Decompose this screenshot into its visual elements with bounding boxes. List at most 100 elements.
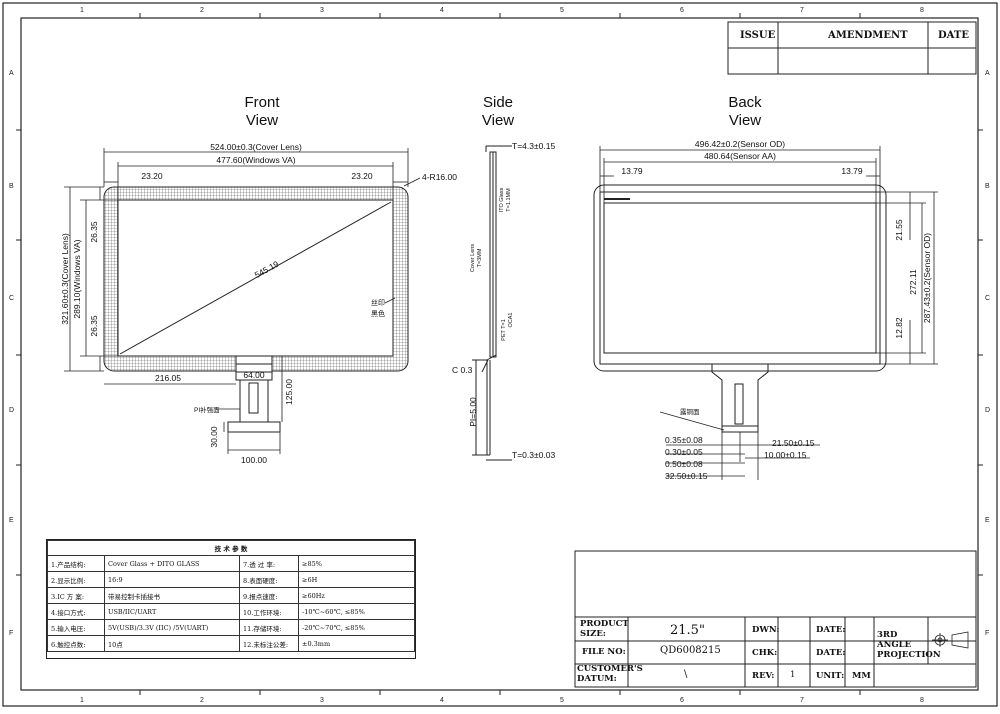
spec-value: USB/IIC/UART xyxy=(104,603,240,620)
dim-tail-length: 125.00 xyxy=(284,379,294,405)
spec-row: 1.产品结构: Cover Glass + DITO GLASS 7.透 过 率… xyxy=(47,555,415,572)
spec-value: ≥85% xyxy=(298,555,415,572)
col-label: 4 xyxy=(440,697,444,704)
dim-back-top-margin: 21.55 xyxy=(894,219,904,241)
side-fpc-thickness: T=0.3±0.03 xyxy=(512,450,555,460)
spec-value: -10℃~60℃, ≤85% xyxy=(298,603,415,620)
col-label: 7 xyxy=(800,697,804,704)
fpc-tail xyxy=(227,355,281,433)
back-view: 496.42±0.2(Sensor OD) 480.64(Sensor AA) … xyxy=(593,139,938,481)
dim-top-margin: 26.35 xyxy=(89,221,99,243)
date-label-1: DATE: xyxy=(816,625,846,635)
col-label: 7 xyxy=(800,7,804,14)
sensor-aa xyxy=(603,202,877,354)
revision-block xyxy=(727,21,977,75)
spec-label: 12.未标注公差: xyxy=(239,635,299,652)
product-size-label: PRODUCT SIZE: xyxy=(580,619,629,639)
col-label: 6 xyxy=(680,7,684,14)
unit-label: UNIT: xyxy=(816,671,845,681)
row-label: F xyxy=(9,630,13,637)
dim-cover-lens-height: 321.60±0.3(Cover Lens) xyxy=(60,233,70,325)
spec-label: 1.产品结构: xyxy=(47,555,105,572)
row-label: D xyxy=(9,407,14,414)
dim-left-margin: 23.20 xyxy=(141,171,163,181)
col-label: 2 xyxy=(200,697,204,704)
dim-connector-width: 100.00 xyxy=(241,455,267,465)
side-cover-lens: Cover Lens xyxy=(470,244,476,272)
customer-datum-value: \ xyxy=(684,669,688,680)
dim-back-right-margin: 13.79 xyxy=(841,166,863,176)
side-cover-thickness: T=3MM xyxy=(477,248,483,267)
dim-back-left-3: 32.50±0.15 xyxy=(665,471,708,481)
spec-row: 2.显示比例: 16:9 8.表面硬度: ≥6H xyxy=(47,571,415,588)
row-label: E xyxy=(985,517,990,524)
spec-label: 3.IC 方 案: xyxy=(47,587,105,604)
dim-back-left-margin: 13.79 xyxy=(621,166,643,176)
side-pi-thickness: PI=5.00 xyxy=(468,397,478,427)
product-size-value: 21.5" xyxy=(670,623,705,638)
side-ito-thickness: T=1.1MM xyxy=(506,188,512,212)
spec-label: 8.表面硬度: xyxy=(239,571,299,588)
dwn-label: DWN: xyxy=(752,625,780,635)
row-label: B xyxy=(985,183,990,190)
spec-value: Cover Glass + DITO GLASS xyxy=(104,555,240,572)
dim-back-right-1: 10.00±0.15 xyxy=(764,450,807,460)
spec-value: ≥60Hz xyxy=(298,587,415,604)
silk-note-1: 丝印 xyxy=(371,298,385,307)
dim-connector-length: 30.00 xyxy=(209,426,219,448)
row-label: B xyxy=(9,183,14,190)
dim-sensor-aa-width: 480.64(Sensor AA) xyxy=(704,151,776,161)
pi-note: PI补强面 xyxy=(194,405,220,414)
spec-caption: 技 术 参 数 xyxy=(47,540,415,556)
zone-labels: 1 2 3 4 5 6 7 8 1 2 3 4 5 6 7 8 A B C D … xyxy=(9,7,990,704)
front-view: 524.00±0.3(Cover Lens) 477.60(Windows VA… xyxy=(60,142,457,465)
dim-od-height: 287.43±0.2(Sensor OD) xyxy=(922,233,932,323)
spec-value: 10点 xyxy=(104,635,240,652)
dim-aa-height: 272.11 xyxy=(908,269,918,295)
dim-back-bottom-margin: 12.82 xyxy=(894,317,904,339)
col-label: 6 xyxy=(680,697,684,704)
col-label: 2 xyxy=(200,7,204,14)
spec-label: 4.接口方式: xyxy=(47,603,105,620)
row-label: A xyxy=(985,70,990,77)
dim-right-margin: 23.20 xyxy=(351,171,373,181)
dim-tail-width: 64.00 xyxy=(243,370,265,380)
rev-value: 1 xyxy=(790,670,796,680)
side-view: T=4.3±0.15 T=0.3±0.03 C 0.3 PI=5.00 ITO … xyxy=(452,141,555,461)
spec-label: 6.触控点数: xyxy=(47,635,105,652)
projection-label: 3RD ANGLE PROJECTION xyxy=(877,630,941,660)
spec-value: ≥6H xyxy=(298,571,415,588)
row-label: C xyxy=(9,295,14,302)
row-label: C xyxy=(985,295,990,302)
title-block-grid xyxy=(574,550,977,688)
spec-value: 带易控制卡插接书 xyxy=(104,587,240,604)
front-view-title: Front View xyxy=(244,94,280,129)
date-header: DATE xyxy=(938,30,969,41)
date-label-2: DATE: xyxy=(816,648,846,658)
issue-header: ISSUE xyxy=(740,30,776,41)
col-label: 1 xyxy=(80,7,84,14)
dim-back-left-1: 0.30±0.05 xyxy=(665,447,703,457)
col-label: 5 xyxy=(560,7,564,14)
spec-row: 6.触控点数: 10点 12.未标注公差: ±0.3mm xyxy=(47,635,415,652)
dim-windows-va-height: 289.10(Windows VA) xyxy=(72,239,82,318)
row-label: A xyxy=(9,70,14,77)
dim-cover-lens-width: 524.00±0.3(Cover Lens) xyxy=(210,142,302,152)
dim-tail-offset: 216.05 xyxy=(155,373,181,383)
col-label: 4 xyxy=(440,7,444,14)
back-lens-outline xyxy=(593,184,887,372)
side-ito-glass: ITO Glass xyxy=(499,187,505,212)
amendment-header: AMENDMENT xyxy=(828,30,908,41)
back-view-title: Back View xyxy=(728,94,762,129)
side-view-title: Side View xyxy=(481,94,515,129)
side-total-thickness: T=4.3±0.15 xyxy=(512,141,555,151)
chk-label: CHK: xyxy=(752,648,778,658)
spec-label: 9.报点速度: xyxy=(239,587,299,604)
row-label: D xyxy=(985,407,990,414)
sensor-od xyxy=(599,191,881,365)
spec-row: 4.接口方式: USB/IIC/UART 10.工作环境: -10℃~60℃, … xyxy=(47,603,415,620)
spec-value: 5V(USB)/3.3V (IIC) /5V(UART) xyxy=(104,619,240,636)
rev-label: REV: xyxy=(752,671,775,681)
col-label: 1 xyxy=(80,697,84,704)
dim-back-left-0: 0.35±0.08 xyxy=(665,435,703,445)
